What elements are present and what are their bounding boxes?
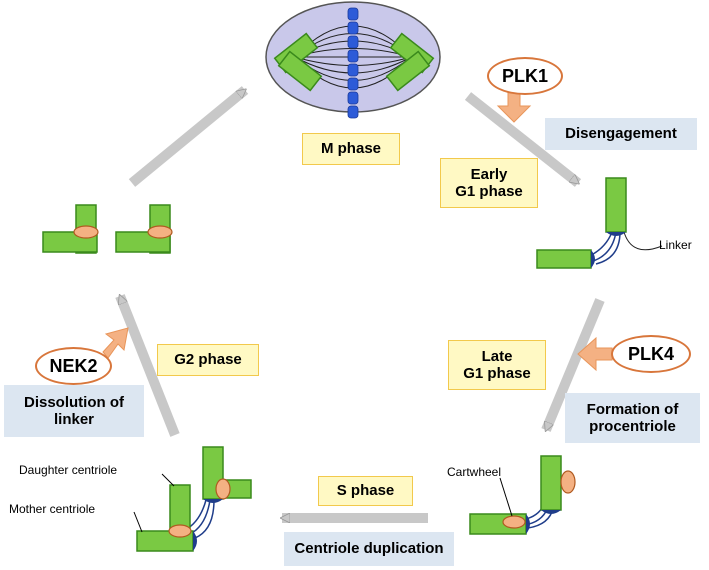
left-centriole-pair [273,32,323,92]
arrow-g2-to-m [115,296,180,437]
kinase-arrows [102,91,613,372]
mitotic-cell [265,1,441,119]
arrow-to-m-phase [128,86,249,187]
arrow-g1-to-s [541,298,605,430]
early-g1-mother [536,249,592,269]
disengagement-label: Disengagement [545,118,697,150]
cycle-arrows [115,86,605,523]
plk4-kinase-label: PLK4 [611,335,691,373]
plk4-arrow [577,336,613,372]
nek2-kinase-label: NEK2 [35,347,112,385]
s-phase-label: S phase [318,476,413,506]
s-daughter-centriole [540,455,562,511]
centriole-duplication-label: Centriole duplication [284,532,454,566]
early-g1-daughter [605,177,627,233]
cartwheel-centrioles [469,455,576,535]
arrow-m-to-g1 [464,92,582,187]
mother-centriole-label: Mother centriole [9,502,96,516]
m-phase-label: M phase [302,133,400,165]
daughter-centriole-label: Daughter centriole [19,463,118,477]
nek2-arrow [102,327,129,359]
chromosomes [347,7,359,119]
separated-centrioles [42,204,173,254]
g2-phase-label: G2 phase [157,344,259,376]
g2-centrioles [133,446,252,552]
cartwheel-label: Cartwheel [447,465,502,479]
plk1-kinase-label: PLK1 [487,57,563,95]
early-g1-centrioles [536,177,663,269]
right-centriole-pair [385,32,435,92]
g2-daughter-centriole [169,484,191,532]
linker-label: Linker [659,238,692,252]
